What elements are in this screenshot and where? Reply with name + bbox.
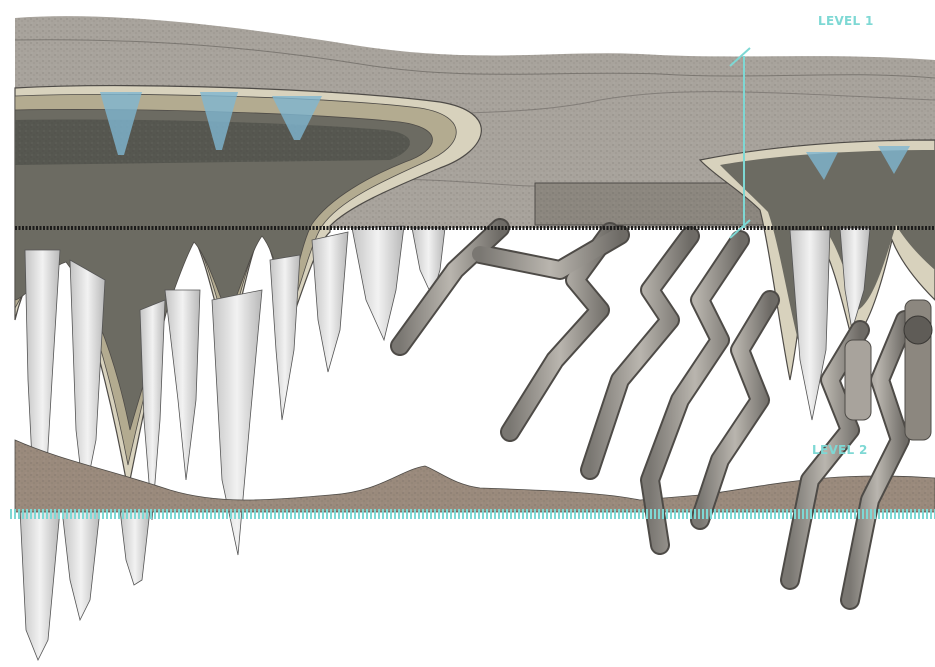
level-2-label: LEVEL 2 [812, 443, 868, 457]
level-1-label: LEVEL 1 [818, 14, 874, 28]
